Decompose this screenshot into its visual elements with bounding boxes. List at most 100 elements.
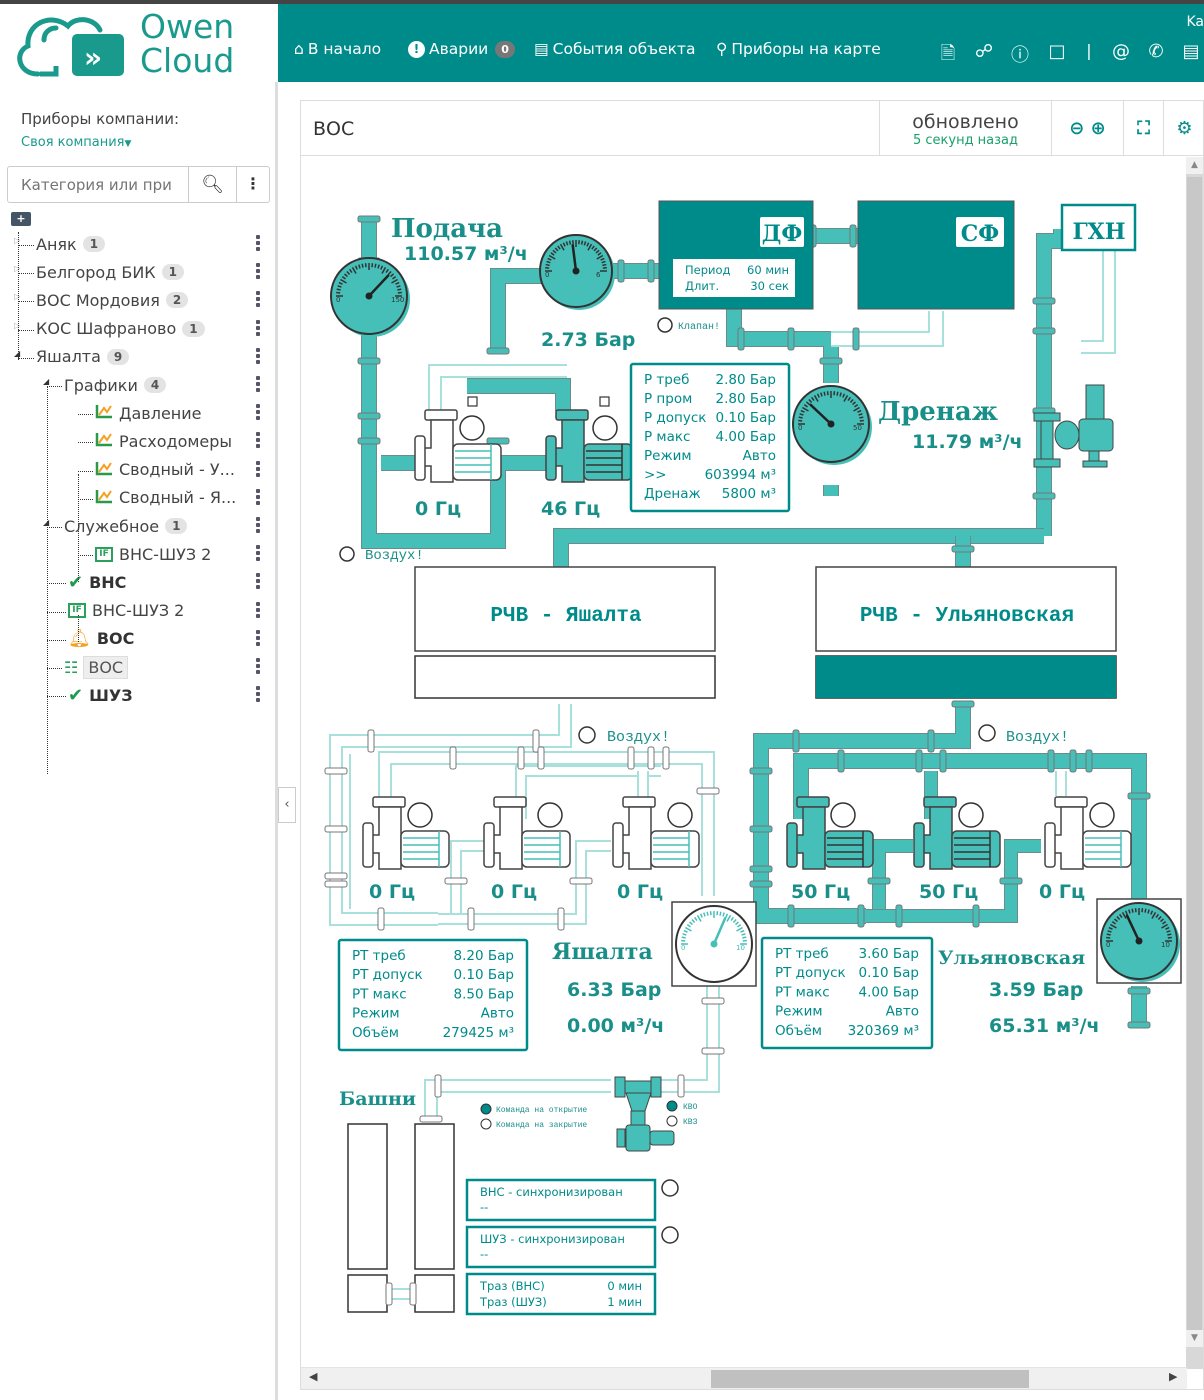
- tree-item[interactable]: ✔ВНС: [0, 569, 270, 595]
- collapse-toggle-icon[interactable]: ◢: [14, 348, 21, 358]
- supply-title: Подача: [391, 214, 503, 244]
- toolbox-icon[interactable]: ▤: [1182, 41, 1200, 62]
- param-name: Р макс: [644, 429, 690, 445]
- collapse-toggle-icon[interactable]: ◢: [43, 377, 50, 386]
- scroll-left-icon[interactable]: ◀: [309, 1370, 318, 1383]
- nav-separator: |: [1086, 41, 1092, 60]
- tree-item-menu-icon[interactable]: [256, 235, 260, 253]
- pipe-outline: [490, 268, 546, 351]
- tree-item[interactable]: Давление: [0, 400, 270, 426]
- panel-header: ВОС обновлено 5 секунд назад ⊖ ⊕ ⛶ ⚙: [301, 101, 1204, 156]
- tree-item[interactable]: ☷ВОС: [0, 654, 270, 680]
- expand-toggle-icon[interactable]: ▷: [14, 292, 21, 302]
- gauge-tick: [358, 264, 361, 269]
- sidebar-more-button[interactable]: ⋮: [236, 166, 270, 203]
- scroll-right-icon[interactable]: ▶: [1169, 1370, 1178, 1383]
- tank-yashalta: [414, 566, 716, 652]
- document-icon[interactable]: 🗎: [940, 43, 956, 64]
- lock-icon[interactable]: ☍: [974, 41, 994, 62]
- gauge-min-label: 0: [1106, 941, 1110, 949]
- user-initials[interactable]: Ka: [1186, 14, 1204, 30]
- phone-icon[interactable]: ✆: [1148, 41, 1164, 62]
- expand-toggle-icon[interactable]: ▷: [14, 320, 21, 330]
- nav-home[interactable]: ⌂ В начало: [294, 40, 381, 58]
- search-button[interactable]: 🔍︎: [188, 166, 237, 203]
- tree-item-menu-icon[interactable]: [256, 432, 260, 450]
- zoom-out-icon[interactable]: ⊖: [1069, 118, 1085, 139]
- tree-item-menu-icon[interactable]: [256, 658, 260, 676]
- tree-item-menu-icon[interactable]: [256, 601, 260, 620]
- tree-item[interactable]: Сводный - Я...: [0, 485, 270, 511]
- nav-map[interactable]: ⚲ Приборы на карте: [716, 40, 881, 58]
- tree-item-menu-icon[interactable]: [256, 291, 260, 309]
- pipe: [467, 379, 570, 411]
- map-pin-icon: ⚲: [716, 40, 728, 58]
- pump-motor: [583, 443, 633, 481]
- tree-item-menu-icon[interactable]: [256, 319, 260, 338]
- gauge-tick: [1116, 915, 1121, 920]
- expand-toggle-icon[interactable]: ▷: [14, 236, 21, 245]
- add-folder-icon[interactable]: +: [11, 212, 31, 226]
- tree-item-menu-icon[interactable]: [256, 629, 260, 648]
- collapse-toggle-icon[interactable]: ◢: [43, 518, 50, 527]
- category-search-input[interactable]: [7, 166, 189, 203]
- pipe-empty: [380, 753, 713, 896]
- pipe-coupling: [444, 877, 468, 885]
- tree-item-menu-icon[interactable]: [256, 347, 260, 366]
- gauge-tick: [725, 913, 729, 918]
- tree-item-menu-icon[interactable]: [256, 488, 260, 507]
- settings-button[interactable]: ⚙: [1163, 101, 1204, 156]
- updated-status: обновлено 5 секунд назад: [879, 101, 1051, 156]
- param-value: 4.00 Бар: [716, 429, 776, 445]
- vertical-scroll-thumb[interactable]: [1187, 177, 1202, 1347]
- df-info-bg: [673, 259, 795, 297]
- pump-status-indicator: [537, 802, 563, 828]
- sidebar-collapse-button[interactable]: ‹: [278, 787, 296, 823]
- owen-cloud-logo[interactable]: » Owen Cloud: [0, 4, 278, 82]
- scroll-down-icon[interactable]: ▼: [1186, 1330, 1203, 1347]
- zoom-in-icon[interactable]: ⊕: [1090, 118, 1106, 139]
- pipe-coupling: [867, 877, 891, 885]
- tree-item-menu-icon[interactable]: [256, 376, 260, 394]
- caret-down-icon: ▼: [124, 139, 132, 149]
- pump-status-indicator: [592, 415, 618, 441]
- gauge-tick: [839, 392, 842, 397]
- tree-item-menu-icon[interactable]: [256, 460, 260, 479]
- tree-item-menu-icon[interactable]: [256, 686, 260, 704]
- scroll-up-icon[interactable]: ▲: [1186, 157, 1203, 174]
- nav-alarms[interactable]: ! Аварии 0: [408, 40, 515, 58]
- pipe-coupling: [434, 1074, 442, 1098]
- help-icon[interactable]: ⓘ: [1011, 45, 1029, 66]
- tree-item[interactable]: Расходомеры: [0, 428, 270, 454]
- tree-item[interactable]: Сводный - У...: [0, 457, 270, 483]
- fullscreen-button[interactable]: ⛶: [1123, 101, 1163, 156]
- tree-item-menu-icon[interactable]: [256, 263, 260, 281]
- tree-item[interactable]: ✔ШУЗ: [0, 682, 270, 708]
- nav-events[interactable]: ▤ События объекта: [534, 40, 696, 58]
- horizontal-scrollbar[interactable]: ◀ ▶: [301, 1367, 1187, 1389]
- email-icon[interactable]: @: [1112, 41, 1130, 62]
- tree-item[interactable]: 🔔︎ВОС: [0, 626, 270, 652]
- gauge-tick: [1160, 918, 1165, 923]
- tree-item-menu-icon[interactable]: [256, 573, 260, 591]
- expand-toggle-icon[interactable]: ▷: [14, 264, 21, 274]
- pump-flange-side: [483, 822, 495, 868]
- chat-icon[interactable]: □: [1048, 41, 1066, 62]
- tree-item-menu-icon[interactable]: [256, 517, 260, 535]
- search-icon: 🔍︎: [201, 174, 224, 195]
- vertical-scrollbar[interactable]: ▲ ▼: [1186, 157, 1203, 1369]
- tree-item-menu-icon[interactable]: [256, 404, 260, 422]
- company-dropdown[interactable]: Своя компания▼: [21, 135, 131, 150]
- horizontal-scroll-thumb[interactable]: [711, 1370, 1029, 1388]
- tree-item-menu-icon[interactable]: [256, 545, 260, 563]
